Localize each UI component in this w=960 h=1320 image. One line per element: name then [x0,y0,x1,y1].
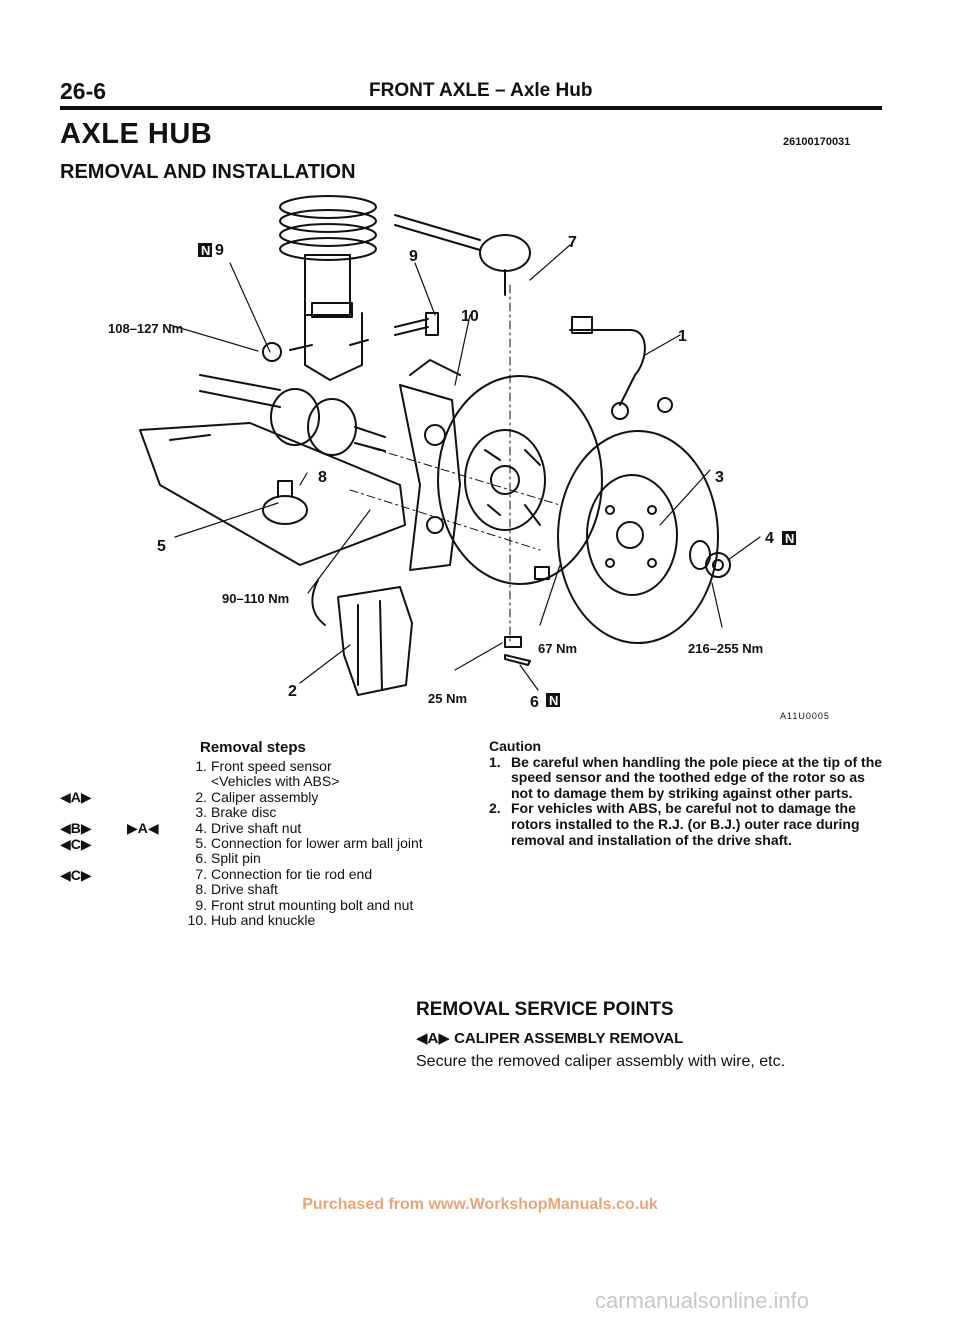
caliper-drawing [311,579,413,696]
step-number: 7. [195,865,207,882]
speed-sensor-drawing [569,316,673,420]
callout-9-left: 9 [215,242,224,259]
step-number: 3. [195,804,207,821]
marker-c-2: ◀C▶ [60,867,92,883]
new-part-marker-letters: N N N [201,243,794,708]
service-point-title: CALIPER ASSEMBLY REMOVAL [454,1030,684,1047]
service-point-text: Secure the removed caliper assembly with… [416,1053,786,1070]
brake-disc-drawing [557,430,719,644]
step-row: 7.Connection for tie rod end [170,865,470,882]
drive-shaft-nut-drawing [689,540,731,578]
caution-item: 2. For vehicles with ABS, be careful not… [489,801,884,848]
figure-code: A11U0005 [780,711,830,721]
lower-arm-drawing [139,422,406,566]
step-number: 9. [195,896,207,913]
strut-drawing [289,254,369,381]
marker-b: ◀B▶ [60,820,92,836]
step-number: 2. [195,788,207,805]
caution-text: For vehicles with ABS, be careful not to… [511,800,860,848]
service-point-marker: ◀A▶ [416,1030,450,1047]
step-text: Front speed sensor [211,758,332,774]
caution-number: 2. [489,800,501,817]
step-row: 9.Front strut mounting bolt and nut [170,896,470,913]
n-marker-1: N [201,243,210,258]
callout-10: 10 [461,308,479,325]
drive-shaft-drawing [199,374,386,456]
watermark: Purchased from www.WorkshopManuals.co.uk [302,1196,658,1213]
callout-5: 5 [157,538,166,555]
step-row: 8.Drive shaft [170,881,470,898]
callout-3: 3 [715,469,724,486]
removal-steps-list: 1.Front speed sensor <Vehicles with ABS>… [170,758,470,928]
step-row: 6.Split pin [170,850,470,867]
caution-item: 1. Be careful when handling the pole pie… [489,753,884,802]
step-text: Connection for tie rod end [211,865,373,882]
n-marker-2: N [785,531,794,546]
callout-9-right: 9 [409,248,418,265]
step-number: 10. [187,911,207,928]
callout-6: 6 [530,694,539,711]
callout-8: 8 [318,469,327,486]
header-rule [60,106,882,110]
knuckle-drawing [399,359,461,571]
step-text: Front strut mounting bolt and nut [211,896,414,913]
callout-7: 7 [568,234,577,251]
step-text: <Vehicles with ABS> [211,773,340,790]
callout-1: 1 [678,328,687,345]
removal-steps-title: Removal steps [200,739,306,756]
step-row: <Vehicles with ABS> [170,773,470,790]
center-lines [349,284,561,646]
coil-spring-drawing [279,195,377,261]
step-row: 5.Connection for lower arm ball joint [170,834,470,851]
step-number: 5. [195,834,207,851]
step-text: Brake disc [211,804,277,821]
torque-108-127: 108–127 Nm [108,321,183,336]
hub-drawing [437,375,603,585]
step-number: 1. [195,758,207,774]
step-text: Drive shaft nut [211,819,302,836]
step-number: 4. [195,819,207,836]
new-part-markers [198,243,796,707]
marker-a-installation: ▶A◀ [127,820,159,836]
tie-rod-drawing [394,214,531,296]
step-number: 8. [195,881,207,898]
step-row: 3.Brake disc [170,804,470,821]
step-number: 6. [195,850,207,867]
document-code: 26100170031 [783,136,851,148]
step-text: Split pin [211,850,261,867]
split-pin-drawing [504,566,550,666]
caution-title: Caution [489,738,542,754]
running-title: FRONT AXLE – Axle Hub [369,80,593,101]
torque-25: 25 Nm [428,691,467,706]
step-row: 2.Caliper assembly [170,788,470,805]
torque-90-110: 90–110 Nm [222,591,289,606]
step-row: 4.Drive shaft nut [170,819,470,836]
torque-67: 67 Nm [538,641,577,656]
removal-service-points-title: REMOVAL SERVICE POINTS [416,999,674,1020]
callout-4: 4 [765,530,774,547]
section-subtitle: REMOVAL AND INSTALLATION [60,161,356,183]
section-title: AXLE HUB [60,118,213,150]
torque-216-255: 216–255 Nm [688,641,763,656]
caution-number: 1. [489,753,501,770]
caliper-removal-subheading: ◀A▶ CALIPER ASSEMBLY REMOVAL [416,1029,683,1047]
step-row: 10.Hub and knuckle [170,911,470,928]
page-number: 26-6 [60,78,107,104]
marker-a: ◀A▶ [60,789,92,805]
caution-text: Be careful when handling the pole piece … [511,753,883,801]
leader-lines [169,244,761,691]
step-text: Connection for lower arm ball joint [211,834,423,851]
step-row: 1.Front speed sensor [170,758,470,774]
step-text: Caliper assembly [211,788,319,805]
caution-block: Caution 1. Be careful when handling the … [489,738,884,848]
n-marker-3: N [549,693,558,708]
marker-c-1: ◀C▶ [60,836,92,852]
footer-logo: carmanualsonline.info [595,1288,810,1313]
callout-2: 2 [288,683,297,700]
step-text: Drive shaft [211,881,278,898]
axle-hub-exploded-diagram: N N N 9 9 10 7 1 3 4 8 5 2 6 108–127 Nm … [100,185,860,725]
step-text: Hub and knuckle [211,911,316,928]
mounting-bolts-drawing [262,312,439,362]
